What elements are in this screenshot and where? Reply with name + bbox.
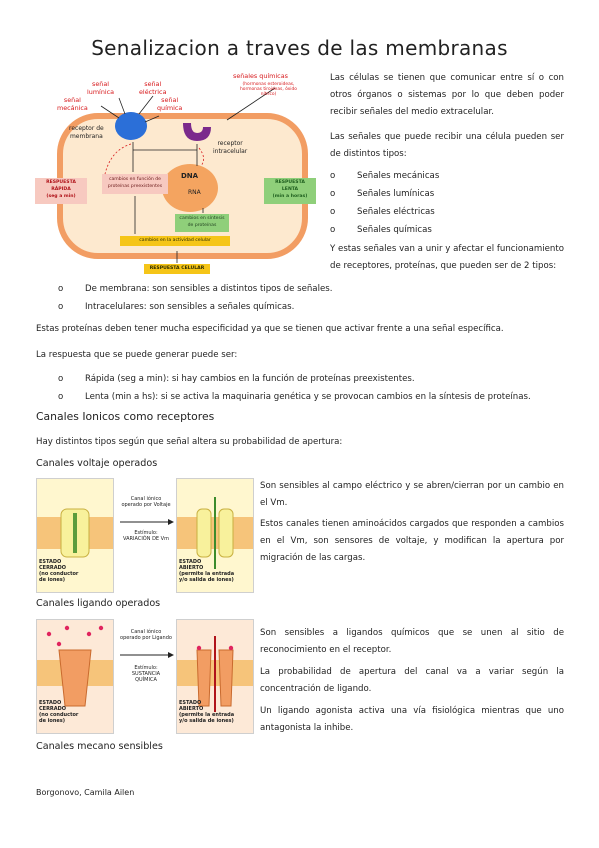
- ligand-closed-label: ESTADO CERRADO (no conductor de iones): [39, 700, 79, 724]
- list-item: Señales mecánicas: [330, 167, 564, 185]
- voltage-paragraph-1: Son sensibles al campo eléctrico y se ab…: [260, 481, 564, 508]
- ligand-closed-svg: [37, 625, 113, 707]
- voltage-stimulus-label: Estímulo: VARIACIÓN DE Vm: [123, 530, 169, 542]
- heading-voltage-gated: Canales voltaje operados: [36, 458, 158, 469]
- label-function-change: cambios en función de proteínas preexist…: [107, 177, 163, 189]
- list-item: Señales eléctricas: [330, 203, 564, 221]
- cell-signaling-diagram: señal mecánica señal lumínica señal eléc…: [35, 68, 320, 278]
- section-heading-ion-channels: Canales Ionicos como receptores: [36, 410, 215, 423]
- intro-paragraph: Las células se tienen que comunicar entr…: [330, 73, 564, 117]
- ligand-open-svg: [177, 636, 253, 712]
- function-box: [102, 174, 168, 194]
- voltage-paragraph-2: Estos canales tienen aminoácidos cargado…: [260, 519, 564, 563]
- ligand-paragraph-1: Son sensibles a ligandos químicos que se…: [260, 628, 564, 655]
- synthesis-box: [175, 214, 229, 232]
- label-intracellular-receptor: receptor intracelular: [213, 140, 248, 155]
- ligand-open-panel: ESTADO ABIERTO (permite la entrada y/o s…: [176, 619, 254, 734]
- label-chemical: señal química: [157, 96, 183, 112]
- closed-state-panel: ESTADO CERRADO (no conductor de iones): [36, 478, 114, 593]
- list-item: De membrana: son sensibles a distintos t…: [58, 280, 558, 298]
- label-slow-response: RESPUESTA LENTA (min a horas): [272, 180, 308, 199]
- ligand-paragraph-3: Un ligando agonista activa una vía fisio…: [260, 706, 564, 733]
- list-item: Intracelulares: son sensibles a señales …: [58, 298, 558, 316]
- heading-ligand-gated: Canales ligando operados: [36, 598, 161, 609]
- label-membrane-receptor: receptor de membrana: [69, 125, 104, 140]
- ligand-stimulus-label: Estímulo: SUSTANCIA QUÍMICA: [131, 665, 161, 683]
- membrane-receptor-shape: [115, 112, 147, 140]
- list-item: Señales lumínicas: [330, 185, 564, 203]
- specificity-paragraph: Estas proteínas deben tener mucha especi…: [36, 324, 504, 334]
- list-item: Lenta (min a hs): si se activa la maquin…: [58, 388, 568, 406]
- label-mechanical: señal mecánica: [57, 96, 88, 112]
- label-cell-response: RESPUESTA CELULAR: [149, 266, 205, 271]
- ligand-closed-panel: ESTADO CERRADO (no conductor de iones): [36, 619, 114, 734]
- label-electric: señal eléctrica: [139, 80, 167, 96]
- ligand-paragraph-2: La probabilidad de apertura del canal va…: [260, 667, 564, 694]
- ligand-channel-figure: ESTADO CERRADO (no conductor de iones) C…: [36, 619, 254, 734]
- intracellular-receptor-shape: [183, 123, 211, 141]
- channel-types-paragraph: Hay distintos tipos según que señal alte…: [36, 437, 343, 447]
- open-channel-svg: [177, 497, 253, 569]
- open-state-panel: ESTADO ABIERTO (permite la entrada y/o s…: [176, 478, 254, 593]
- open-state-label: ESTADO ABIERTO (permite la entrada y/o s…: [179, 559, 235, 583]
- label-chemical-signals: señales químicas: [233, 72, 288, 80]
- ligand-channel-label: Canal iónico operado por Ligando: [120, 629, 172, 641]
- list-item: Señales químicas: [330, 221, 564, 239]
- receptors-paragraph: Y estas señales van a unir y afectar el …: [330, 244, 564, 271]
- label-light: señal lumínica: [87, 80, 115, 96]
- signal-types-paragraph: Las señales que puede recibir una célula…: [330, 132, 564, 159]
- activity-box: [120, 236, 230, 246]
- closed-channel-svg: [37, 508, 113, 558]
- fast-response-box: [35, 178, 87, 204]
- arrow-icon: [120, 652, 174, 658]
- label-dna: DNA: [181, 172, 199, 180]
- ligand-open-label: ESTADO ABIERTO (permite la entrada y/o s…: [179, 700, 235, 724]
- response-box: [144, 264, 210, 274]
- nucleus-shape: [162, 164, 218, 212]
- signal-types-list: Señales mecánicas Señales lumínicas Seña…: [330, 167, 564, 239]
- slow-response-box: [264, 178, 316, 204]
- label-activity-change: cambios en la actividad celular: [139, 238, 211, 243]
- voltage-channel-label: Canal iónico operado por Voltaje: [121, 496, 171, 508]
- response-types-list: Rápida (seg a min): si hay cambios en la…: [58, 370, 568, 406]
- receptor-types-list: De membrana: son sensibles a distintos t…: [58, 280, 558, 316]
- label-fast-response: RESPUESTA RÁPIDA (seg a min): [46, 180, 76, 199]
- label-synthesis-change: cambios en síntesis de proteínas: [179, 216, 225, 228]
- closed-state-label: ESTADO CERRADO (no conductor de iones): [39, 559, 79, 583]
- response-paragraph: La respuesta que se puede generar puede …: [36, 350, 238, 360]
- heading-mechano-sensitive: Canales mecano sensibles: [36, 741, 163, 752]
- voltage-channel-figure: ESTADO CERRADO (no conductor de iones) C…: [36, 478, 254, 593]
- label-rna: RNA: [188, 189, 201, 196]
- page-title: Senalizacion a traves de las membranas: [91, 36, 508, 60]
- list-item: Rápida (seg a min): si hay cambios en la…: [58, 370, 568, 388]
- author-footer: Borgonovo, Camila Ailen: [36, 788, 135, 797]
- arrow-icon: [120, 519, 174, 525]
- cell-signaling-svg: [35, 87, 316, 274]
- label-hormones: (hormonas esteroideas, hormonas tiroidea…: [240, 82, 297, 98]
